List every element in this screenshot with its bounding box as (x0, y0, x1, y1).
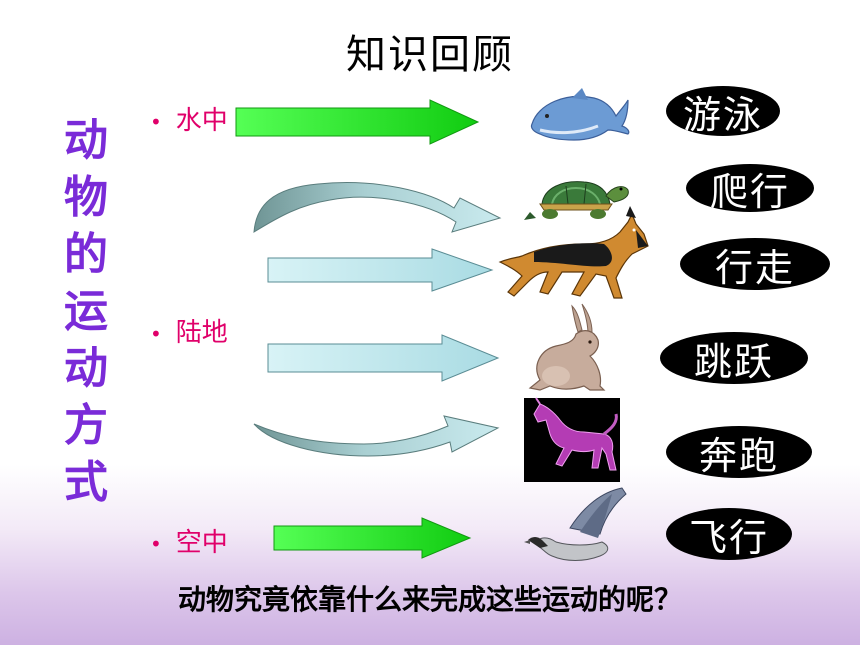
curved-arrow-upper (253, 182, 502, 233)
arrow-dog (267, 248, 494, 292)
arrow-rabbit (267, 334, 500, 382)
habitat-air: • 空中 (150, 522, 228, 559)
turtle-icon (524, 181, 629, 220)
habitat-air-label: 空中 (175, 528, 228, 558)
arrow-water (235, 99, 480, 145)
dolphin-icon (530, 88, 630, 141)
vertical-char: 运 (64, 286, 108, 337)
goose-icon (524, 487, 627, 561)
vertical-char: 方 (64, 400, 108, 451)
vertical-title: 动 物 的 运 动 方 式 (58, 112, 114, 511)
habitat-water-label: 水中 (175, 106, 228, 136)
vertical-char: 动 (64, 115, 108, 166)
vertical-char: 物 (64, 172, 108, 223)
movement-fly: 飞行 (666, 508, 792, 560)
closing-question: 动物究竟依靠什么来完成这些运动的呢？ (177, 583, 682, 616)
vertical-char: 式 (64, 457, 108, 508)
bullet-dot-icon: • (150, 321, 162, 346)
bullet-dot-icon: • (150, 531, 162, 556)
rabbit-icon (528, 303, 606, 391)
movement-walk: 行走 (680, 238, 830, 290)
horse-icon (524, 397, 620, 482)
habitat-land-label: 陆地 (175, 318, 228, 348)
dog-icon (498, 206, 649, 299)
movement-jump: 跳跃 (660, 332, 808, 384)
movement-run: 奔跑 (666, 426, 812, 478)
vertical-char: 的 (64, 229, 108, 280)
habitat-land: • 陆地 (150, 312, 228, 349)
slide-title: 知识回顾 (346, 32, 514, 78)
movement-swim: 游泳 (666, 86, 780, 137)
habitat-water: • 水中 (150, 100, 228, 137)
movement-crawl: 爬行 (686, 164, 814, 214)
curved-arrow-lower (253, 415, 500, 457)
bullet-dot-icon: • (150, 109, 162, 134)
vertical-char: 动 (64, 343, 108, 394)
arrow-air (273, 517, 472, 559)
